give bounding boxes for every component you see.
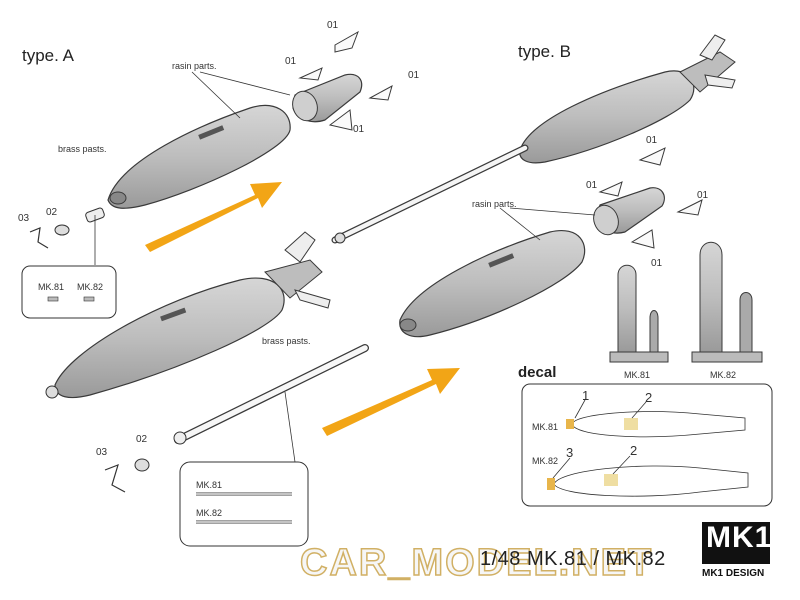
fins-type-b (598, 147, 703, 249)
brass-fuze-parts-a (29, 207, 105, 249)
side-mk82-label: MK.82 (710, 370, 737, 380)
side-view-mk81 (609, 264, 669, 363)
callout-mk82-label: MK.82 (77, 282, 104, 292)
decal-callout-2: 2 (645, 390, 653, 405)
tail-cone-type-a-top (292, 73, 363, 123)
brass-pasts-label-a: brass pasts. (58, 144, 107, 154)
brass-rod-bottom (173, 344, 369, 445)
brass-pasts-label-bottom: brass pasts. (262, 336, 311, 346)
assembly-arrow-b (322, 368, 460, 436)
type-a-heading: type. A (22, 46, 74, 65)
bomb-body-type-a-top (107, 104, 291, 209)
decal-heading: decal (518, 364, 557, 381)
brass-leader-bottom (284, 391, 296, 463)
rasin-leader-b (499, 207, 596, 241)
part-01-label: 01 (651, 258, 663, 269)
decal-callout-3: 3 (566, 445, 574, 460)
part-01-label: 01 (697, 190, 709, 201)
rasin-leader-a (191, 71, 291, 119)
part-03-label: 03 (18, 213, 30, 224)
side-mk81-label: MK.81 (624, 370, 651, 380)
bomb-body-type-b-bottom (399, 230, 586, 338)
assembly-arrow-a (145, 182, 282, 252)
part-01-label: 01 (285, 56, 297, 67)
type-b-heading: type. B (518, 42, 571, 61)
brass-callout-bottom (179, 461, 309, 547)
fins-type-a-top (298, 30, 393, 131)
fuze-extender-rod-top (331, 144, 529, 244)
decal-mk81-label: MK.81 (532, 422, 559, 432)
watermark: CAR_MODEL.NET (299, 541, 654, 585)
decal-panel (521, 383, 773, 507)
part-01-label: 01 (646, 135, 658, 146)
callout-mk81-label: MK.81 (38, 282, 65, 292)
part-01-label: 01 (586, 180, 598, 191)
part-01-label: 01 (327, 20, 339, 31)
fuze-parts-bottom (104, 458, 150, 493)
brass-callout-a (21, 265, 117, 319)
part-01-label: 01 (353, 124, 365, 135)
brand-logo-subtext: MK1 DESIGN (702, 568, 765, 579)
bomb-body-type-b-top (519, 34, 736, 164)
rod-mk81-label: MK.81 (196, 480, 223, 490)
sheet-title: 1/48 MK.81 / MK.82 (480, 548, 666, 570)
decal-mk82-label: MK.82 (532, 456, 559, 466)
rasin-parts-label-b: rasin parts. (472, 199, 517, 209)
bomb-body-type-a-bottom (45, 231, 331, 399)
side-view-mk82 (691, 241, 763, 363)
part-02-label: 02 (46, 207, 58, 218)
part-01-label: 01 (408, 70, 420, 81)
tail-cone-type-b (593, 187, 665, 236)
part-02-label: 02 (136, 434, 148, 445)
brand-logo (702, 522, 770, 564)
rasin-parts-label-a: rasin parts. (172, 61, 217, 71)
decal-callout-2: 2 (630, 443, 638, 458)
decal-callout-1: 1 (582, 388, 590, 403)
brand-logo-text: MK1 (706, 521, 773, 554)
part-03-label: 03 (96, 447, 108, 458)
rod-mk82-label: MK.82 (196, 508, 223, 518)
